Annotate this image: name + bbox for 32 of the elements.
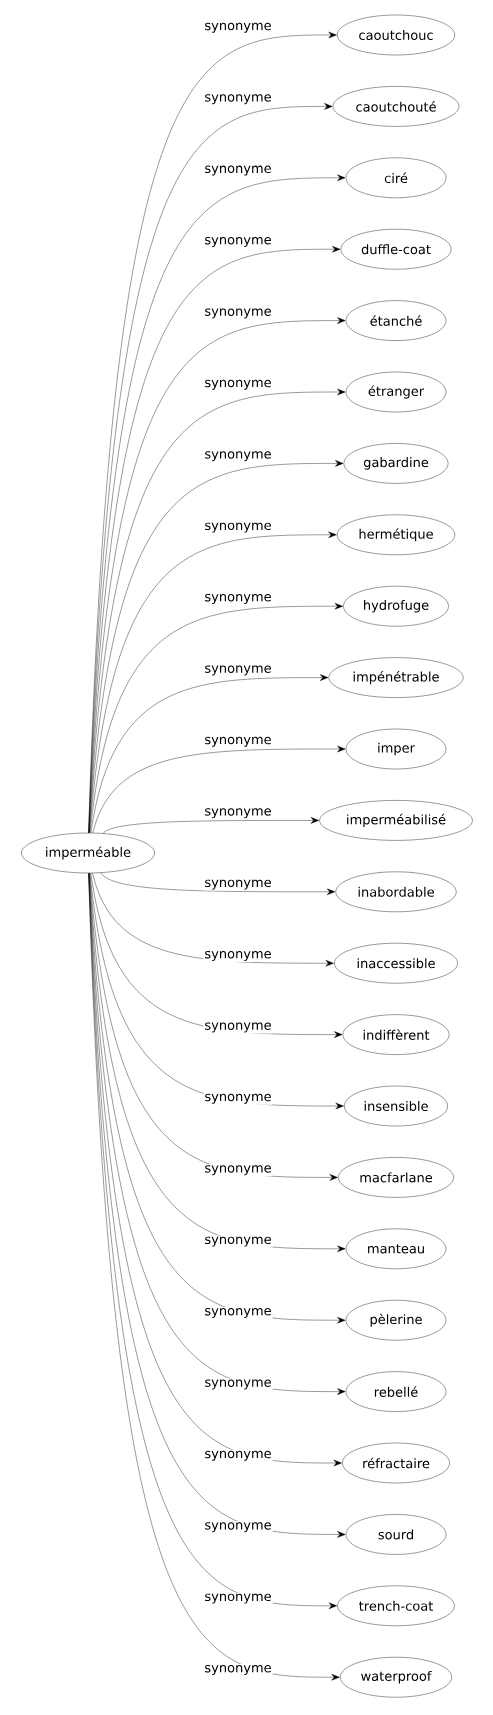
edge-label: synonyme bbox=[203, 593, 273, 605]
edge-label: synonyme bbox=[203, 93, 273, 106]
arrow bbox=[102, 817, 319, 834]
edge-label: synonyme bbox=[203, 1235, 273, 1248]
edge-label: synonyme bbox=[203, 1092, 273, 1105]
arrow bbox=[89, 531, 337, 834]
edge-label: synonyme bbox=[203, 1449, 273, 1462]
arrow bbox=[90, 873, 343, 1038]
edge-label: synonyme bbox=[203, 521, 273, 534]
edge-label: synonyme bbox=[203, 664, 273, 677]
arrow bbox=[90, 674, 329, 834]
edge-label: synonyme bbox=[203, 21, 273, 34]
edge-label: synonyme bbox=[203, 950, 273, 962]
edge-label: synonyme bbox=[203, 735, 273, 748]
edge-label: synonyme bbox=[203, 307, 273, 320]
arrow bbox=[92, 745, 346, 834]
edge-label: synonyme bbox=[203, 1021, 273, 1034]
edge-label: synonyme bbox=[203, 807, 273, 820]
edge-label: synonyme bbox=[203, 164, 273, 177]
edge-label: synonyme bbox=[203, 236, 273, 248]
edge-label: synonyme bbox=[203, 878, 273, 891]
arrow bbox=[89, 602, 343, 834]
edge-label: synonyme bbox=[203, 1664, 273, 1676]
arrow bbox=[92, 872, 334, 967]
arrow bbox=[100, 872, 336, 896]
edge-label: synonyme bbox=[203, 450, 273, 463]
edge-label: synonyme bbox=[203, 1164, 273, 1177]
edge-label: synonyme bbox=[203, 1307, 273, 1319]
edge-label: synonyme bbox=[203, 378, 273, 391]
edge-label: synonyme bbox=[203, 1592, 273, 1605]
edge-label: synonyme bbox=[203, 1521, 273, 1534]
edge-label: synonyme bbox=[203, 1378, 273, 1391]
